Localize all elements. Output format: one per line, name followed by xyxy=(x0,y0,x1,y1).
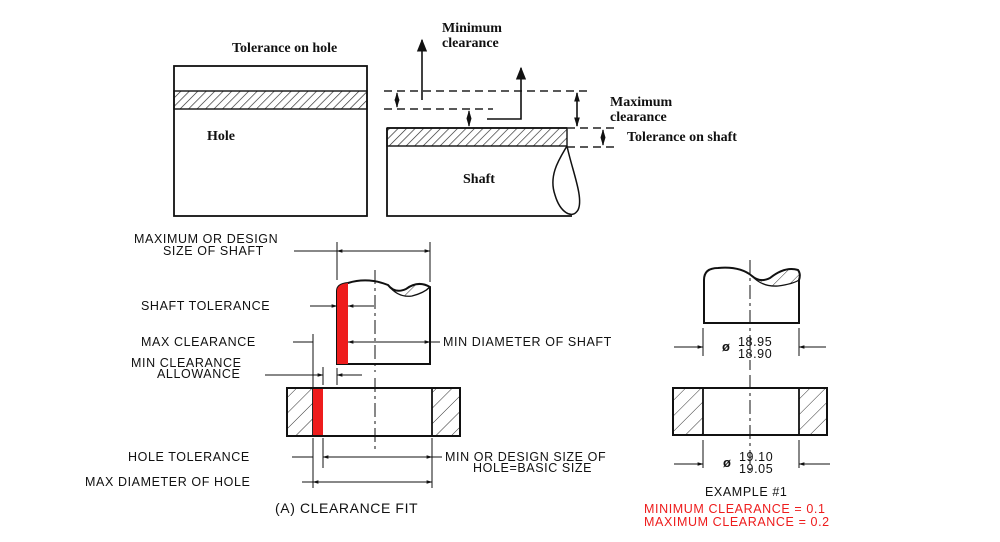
hole-wall-right xyxy=(432,389,459,435)
diameter-symbol-icon: ø xyxy=(723,455,732,470)
diameter-symbol-icon: ø xyxy=(722,339,731,354)
example-view: ø 18.95 18.90 ø 19.10 19.05 EXAMPLE #1 M… xyxy=(644,260,830,529)
clearance-fit-view: MAXIMUM OR DESIGN SIZE OF SHAFT SHAFT TO… xyxy=(85,232,612,516)
hole-tolerance-zone xyxy=(313,389,323,435)
shaft-tolerance-band xyxy=(386,127,568,147)
max-clearance-result: MAXIMUM CLEARANCE = 0.2 xyxy=(644,515,830,529)
shaft-lower-limit: 18.90 xyxy=(738,347,772,361)
hole-piece xyxy=(286,387,461,437)
min-clearance-allowance-label-2: ALLOWANCE xyxy=(157,367,240,381)
example-hole-wall-left xyxy=(674,389,703,434)
hole-tolerance-label: HOLE TOLERANCE xyxy=(128,450,250,464)
shaft-label: Shaft xyxy=(463,172,495,187)
max-clearance-label: MAX CLEARANCE xyxy=(141,335,256,349)
minimum-clearance-label-2: clearance xyxy=(442,36,499,51)
shaft-upper-limit: 18.95 xyxy=(738,335,772,349)
shaft-section-hatch xyxy=(387,283,432,297)
minimum-clearance-label-1: Minimum xyxy=(442,21,502,36)
min-design-size-hole-label-1: MIN OR DESIGN SIZE OF xyxy=(445,450,606,464)
hole-wall-left xyxy=(288,389,313,435)
min-design-size-hole-label-2: HOLE=BASIC SIZE xyxy=(473,461,592,475)
maximum-clearance-label-2: clearance xyxy=(610,110,667,125)
shaft-break-icon xyxy=(552,145,581,216)
tolerance-on-shaft-label: Tolerance on shaft xyxy=(627,130,737,145)
hole-upper-limit: 19.10 xyxy=(739,450,773,464)
hole-block xyxy=(173,65,368,217)
example-hole-wall-right xyxy=(799,389,826,434)
shaft-tolerance-zone xyxy=(337,283,348,364)
example-shaft-hatch xyxy=(751,268,801,287)
maximum-clearance-label-1: Maximum xyxy=(610,95,673,110)
max-design-size-shaft-label-1: MAXIMUM OR DESIGN xyxy=(134,232,278,246)
tolerance-on-hole-label: Tolerance on hole xyxy=(232,41,337,56)
min-clearance-allowance-label-1: MIN CLEARANCE xyxy=(131,356,242,370)
min-clearance-leader xyxy=(487,66,527,120)
top-schematic: Tolerance on hole Hole Shaft Minimum cle… xyxy=(173,21,737,217)
min-clearance-result: MINIMUM CLEARANCE = 0.1 xyxy=(644,502,826,516)
example-title: EXAMPLE #1 xyxy=(705,485,787,499)
max-diameter-hole-label: MAX DIAMETER OF HOLE xyxy=(85,475,251,489)
hole-label: Hole xyxy=(207,129,235,144)
hole-tolerance-band xyxy=(173,90,368,110)
hole-lower-limit: 19.05 xyxy=(739,462,773,476)
shaft-tolerance-label: SHAFT TOLERANCE xyxy=(141,299,270,313)
max-design-size-shaft-label-2: SIZE OF SHAFT xyxy=(163,244,264,258)
min-diameter-shaft-label: MIN DIAMETER OF SHAFT xyxy=(443,335,612,349)
clearance-fit-caption: (A) CLEARANCE FIT xyxy=(275,500,418,516)
